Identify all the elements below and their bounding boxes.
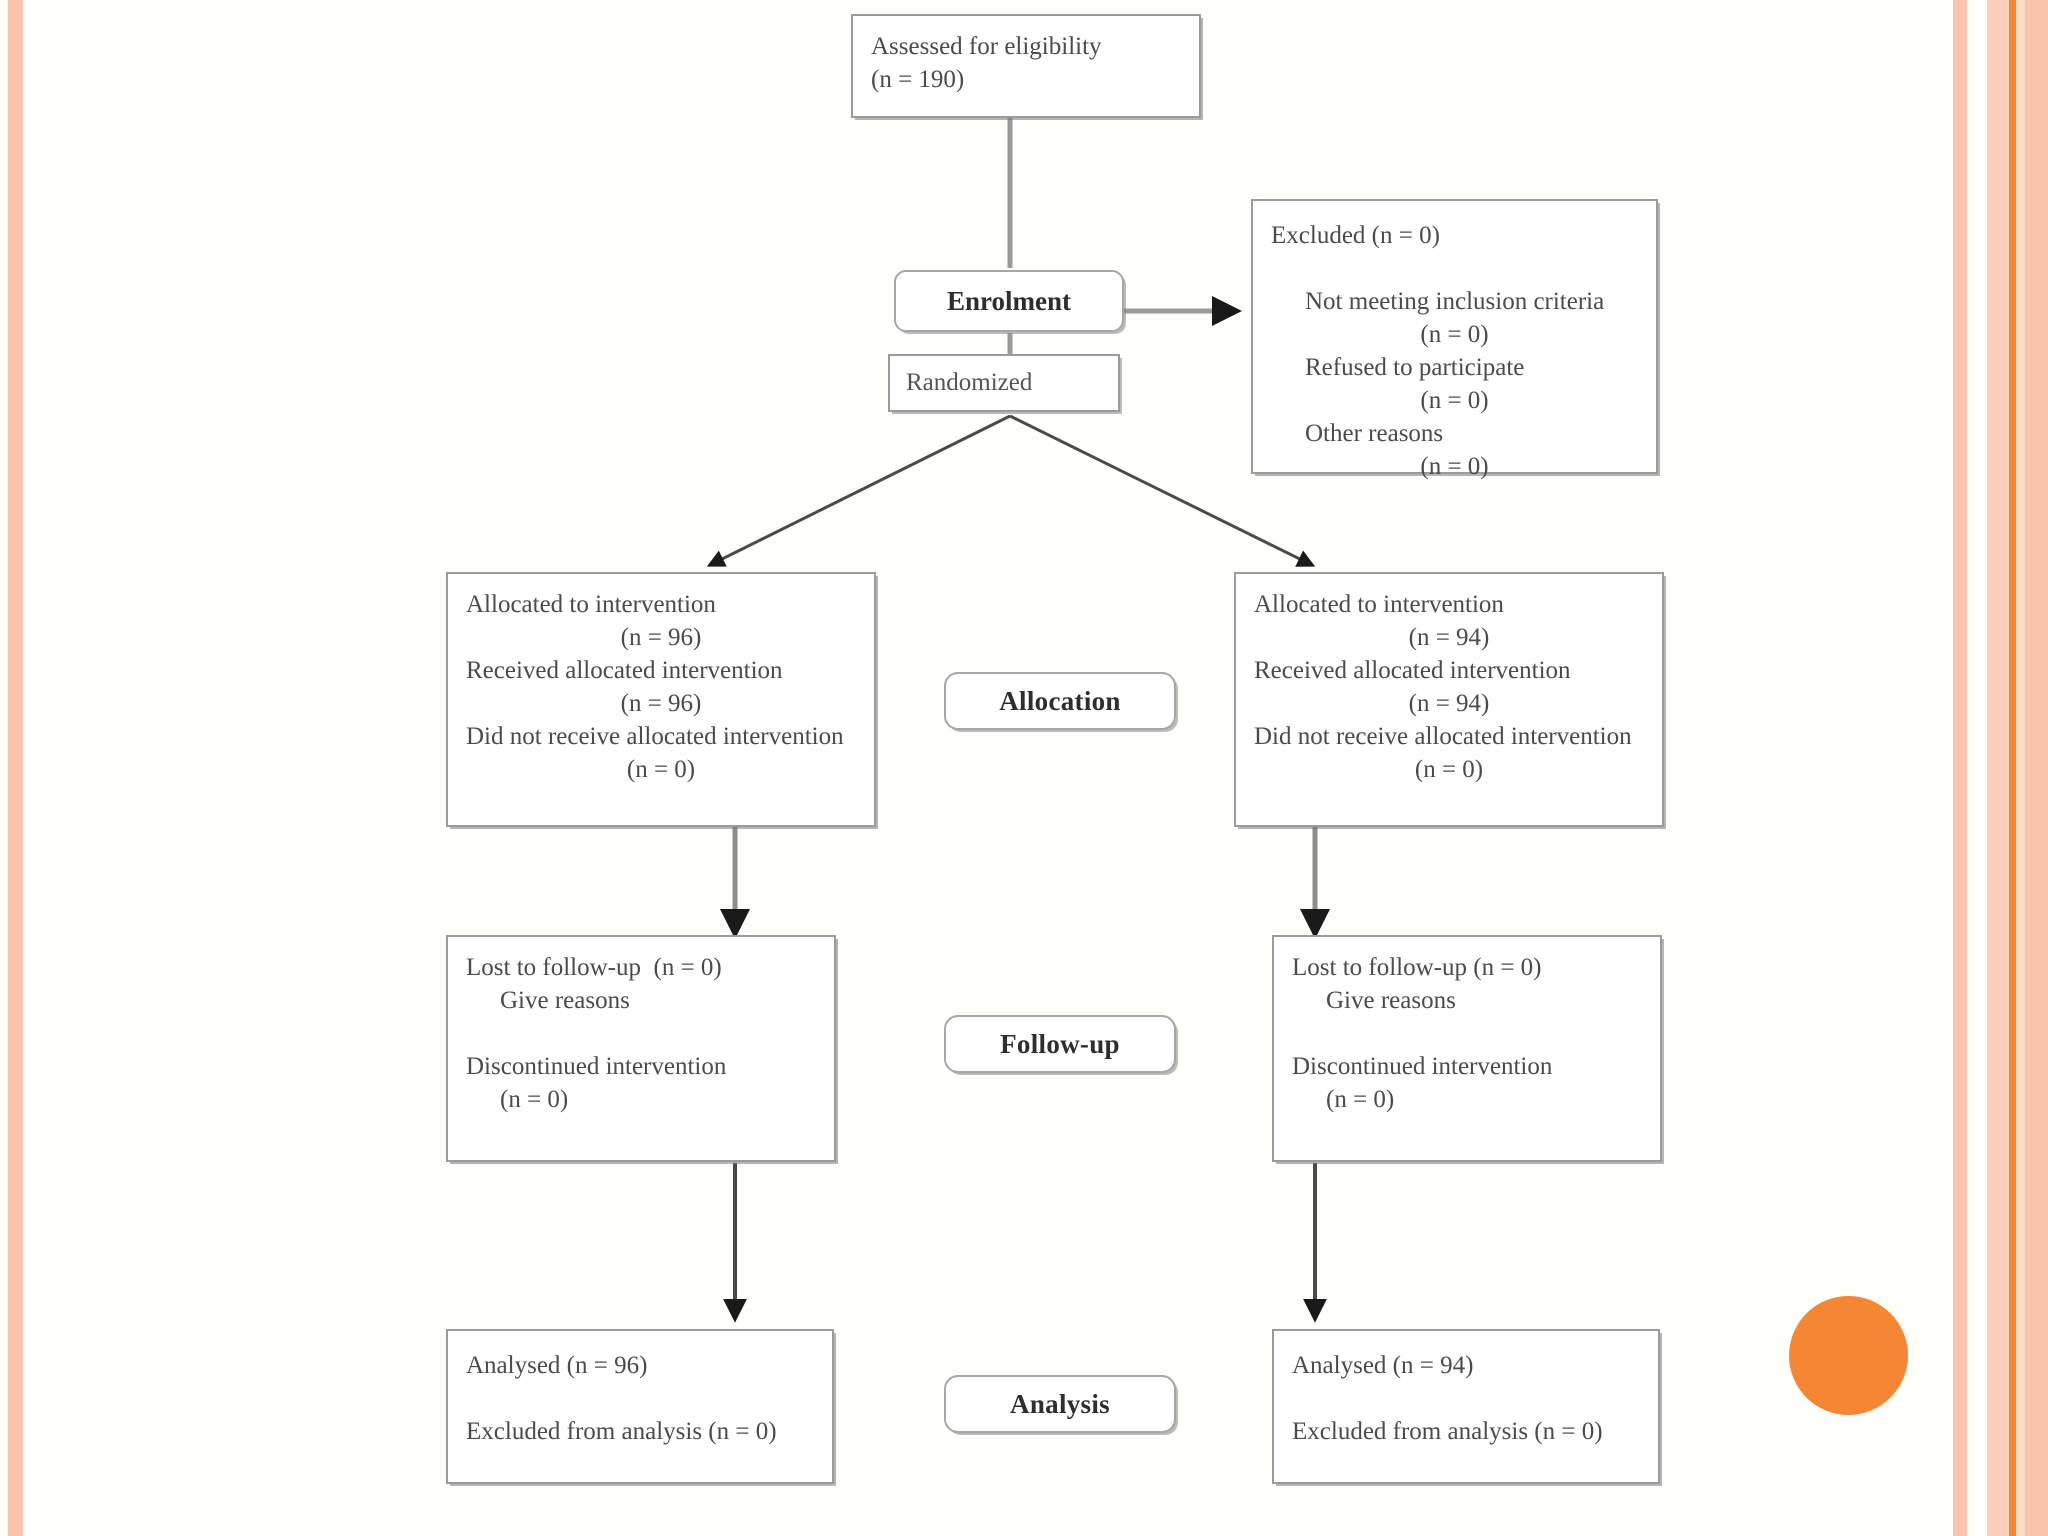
node-analysis-right: Analysed (n = 94) Excluded from analysis… bbox=[1272, 1329, 1660, 1484]
node-excluded: Excluded (n = 0) Not meeting inclusion c… bbox=[1251, 199, 1658, 480]
followup-right-row: Give reasons bbox=[1326, 987, 1456, 1014]
alloc-right-row: (n = 94) bbox=[1408, 690, 1490, 717]
excluded-row: (n = 0) bbox=[1420, 453, 1489, 480]
stage-followup[interactable]: Follow-up bbox=[944, 1015, 1176, 1073]
analysis-right-row: Excluded from analysis (n = 0) bbox=[1292, 1418, 1603, 1445]
followup-left-row: Give reasons bbox=[500, 987, 630, 1014]
analysis-left-row: Analysed (n = 96) bbox=[466, 1352, 648, 1379]
consort-flow-diagram: Assessed for eligibility (n = 190) Enrol… bbox=[446, 14, 1664, 1484]
alloc-left-row: Received allocated intervention bbox=[466, 657, 783, 684]
alloc-left-row: (n = 96) bbox=[620, 690, 702, 717]
right-stripe-1 bbox=[1953, 0, 1967, 1536]
stage-followup-label: Follow-up bbox=[1000, 1028, 1120, 1059]
alloc-left-row: (n = 96) bbox=[620, 624, 702, 651]
node-analysis-left: Analysed (n = 96) Excluded from analysis… bbox=[446, 1329, 834, 1484]
stage-enrolment-label: Enrolment bbox=[946, 285, 1071, 316]
right-stripe-2 bbox=[1987, 0, 2009, 1536]
followup-right-row: Lost to follow-up (n = 0) bbox=[1292, 954, 1542, 981]
node-randomized: Randomized bbox=[888, 354, 1120, 412]
node-allocation-left: Allocated to intervention (n = 96) Recei… bbox=[446, 572, 876, 827]
excluded-row: Not meeting inclusion criteria bbox=[1305, 288, 1605, 315]
followup-left-row: (n = 0) bbox=[500, 1086, 569, 1113]
node-assessed-for-eligibility: Assessed for eligibility (n = 190) bbox=[851, 14, 1201, 118]
right-stripe-3 bbox=[2009, 0, 2016, 1536]
followup-right-row: (n = 0) bbox=[1326, 1086, 1395, 1113]
alloc-right-row: (n = 94) bbox=[1408, 624, 1490, 651]
stage-analysis-label: Analysis bbox=[1010, 1388, 1110, 1419]
analysis-left-row: Excluded from analysis (n = 0) bbox=[466, 1418, 777, 1445]
excluded-row: (n = 0) bbox=[1420, 387, 1489, 414]
orange-accent-circle bbox=[1789, 1296, 1908, 1415]
node-allocation-right: Allocated to intervention (n = 94) Recei… bbox=[1234, 572, 1664, 827]
stage-allocation[interactable]: Allocation bbox=[944, 672, 1176, 730]
node-followup-right: Lost to follow-up (n = 0) Give reasons D… bbox=[1272, 935, 1662, 1162]
right-stripe-4 bbox=[2016, 0, 2025, 1536]
stage-analysis[interactable]: Analysis bbox=[944, 1375, 1176, 1433]
right-stripe-5 bbox=[2025, 0, 2048, 1536]
alloc-right-row: Allocated to intervention bbox=[1254, 591, 1504, 618]
left-edge-stripe bbox=[8, 0, 23, 1536]
excluded-row: Refused to participate bbox=[1305, 354, 1525, 381]
excluded-row: Excluded (n = 0) bbox=[1271, 222, 1440, 249]
stage-enrolment[interactable]: Enrolment bbox=[894, 270, 1124, 332]
alloc-right-row: Received allocated intervention bbox=[1254, 657, 1571, 684]
assessed-line-1: Assessed for eligibility bbox=[871, 33, 1102, 60]
randomized-label: Randomized bbox=[906, 369, 1033, 396]
excluded-row: Other reasons bbox=[1305, 420, 1444, 447]
followup-left-row: Discontinued intervention bbox=[466, 1053, 727, 1080]
analysis-right-row: Analysed (n = 94) bbox=[1292, 1352, 1474, 1379]
alloc-left-row: Did not receive allocated intervention bbox=[466, 723, 844, 750]
alloc-left-row: Allocated to intervention bbox=[466, 591, 716, 618]
followup-right-row: Discontinued intervention bbox=[1292, 1053, 1553, 1080]
node-followup-left: Lost to follow-up (n = 0) Give reasons D… bbox=[446, 935, 836, 1162]
alloc-right-row: (n = 0) bbox=[1414, 756, 1484, 783]
followup-left-row: Lost to follow-up (n = 0) bbox=[466, 954, 722, 981]
assessed-line-2: (n = 190) bbox=[871, 66, 965, 93]
stage-allocation-label: Allocation bbox=[999, 685, 1121, 716]
excluded-row: (n = 0) bbox=[1420, 321, 1489, 348]
alloc-right-row: Did not receive allocated intervention bbox=[1254, 723, 1632, 750]
alloc-left-row: (n = 0) bbox=[626, 756, 696, 783]
